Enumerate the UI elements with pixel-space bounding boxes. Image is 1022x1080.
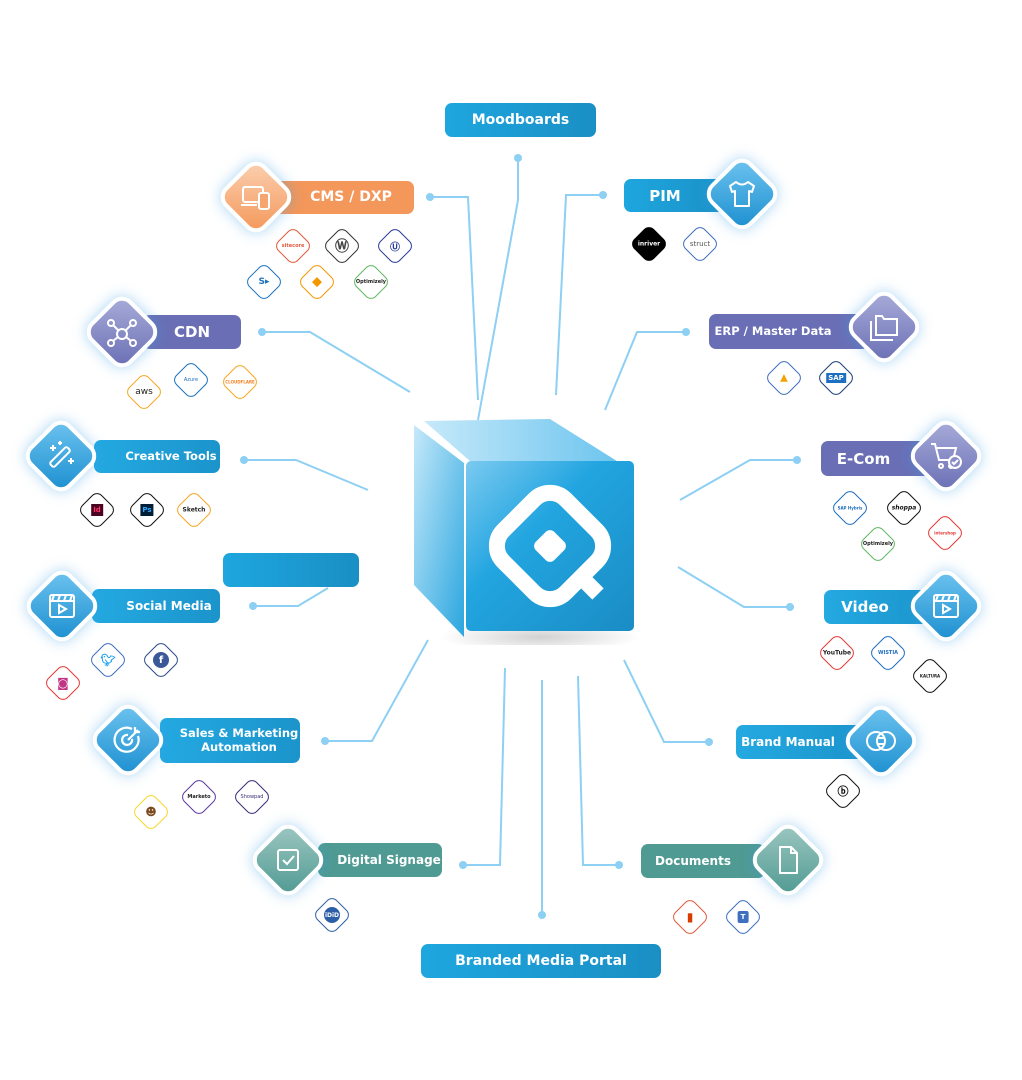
creative-tools-badge [19,414,103,498]
folders-icon [870,315,898,341]
logo-dalbroome: ⓑ [823,771,863,811]
digital-signage-text: Digital Signage [337,852,441,867]
blank-label[interactable] [223,553,359,587]
magic-wand-icon [49,441,74,468]
cdn-label[interactable]: CDN [143,315,241,349]
video-clapper-icon [49,594,75,618]
devices-icon [241,186,270,210]
network-icon [107,319,137,347]
erp-label[interactable]: ERP / Master Data [709,314,869,349]
erp-badge [842,285,926,369]
logo-indesign: Id [77,490,117,530]
ecom-text: E-Com [836,449,891,468]
brand-manual-label[interactable]: Brand Manual [736,725,866,759]
sales-marketing-badge [86,698,170,782]
overlap-circles-icon [866,731,896,751]
social-media-badge [20,564,104,648]
video-badge [904,564,988,648]
moodboards-text: Moodboards [471,111,570,128]
logo-teams: T [723,897,763,937]
logo-sketch: Sketch [174,490,214,530]
document-icon [779,846,798,874]
social-media-text: Social Media [126,598,212,613]
checkbox-icon [277,849,299,871]
pim-text: PIM [649,186,681,205]
documents-text: Documents [655,853,731,868]
logo-shoppa: shoppa [884,488,924,528]
ecom-badge [904,414,988,498]
logo-sap: SAP [816,358,856,398]
logo-office: ▮ [670,897,710,937]
cms-dxp-badge [214,155,298,239]
target-icon [113,726,140,753]
center-cube [410,415,640,653]
brand-manual-badge [839,699,923,783]
cms-dxp-text: CMS / DXP [310,189,392,206]
cart-check-icon [931,443,962,469]
logo-twitter: 🐦︎ [88,640,128,680]
creative-tools-label[interactable]: Creative Tools [94,440,220,473]
logo-azure: Azure [171,360,211,400]
logo-sharepoint: S▸ [244,262,284,302]
logo-optimizely: Optimizely [351,262,391,302]
sales-marketing-text-line2: Automation [201,739,277,754]
logo-intershop: intershop [925,513,965,553]
logo-marketo: Marketo [179,777,219,817]
sales-marketing-label[interactable]: Sales & Marketing Automation [160,718,300,763]
documents-label[interactable]: Documents [641,844,765,878]
logo-idid: iDiD [312,895,352,935]
logo-wordpress: Ⓦ [322,226,362,266]
logo-sitecore: sitecore [273,226,313,266]
logo-youtube: YouTube [817,633,857,673]
q-logo-icon [414,419,640,653]
pim-badge [700,152,784,236]
logo-kaltura: KALTURA [910,656,950,696]
logo-typo3: ◆ [297,262,337,302]
moodboards-label[interactable]: Moodboards [445,103,596,137]
documents-badge [746,818,830,902]
branded-media-portal-text: Branded Media Portal [455,952,627,969]
logo-dynamics: ▲ [764,358,804,398]
digital-signage-badge [246,818,330,902]
brand-manual-text: Brand Manual [741,734,835,749]
creative-tools-text: Creative Tools [125,448,217,463]
logo-sap-hybris: SAP Hybris [830,488,870,528]
logo-facebook: f [141,640,181,680]
sales-marketing-text-line1: Sales & Marketing [179,725,299,740]
cdn-badge [80,290,164,374]
logo-showpad: Showpad [232,777,272,817]
logo-optimizely-ecom: Optimizely [858,524,898,564]
logo-aws: aws [124,372,164,412]
logo-mailchimp: ☻ [131,792,171,832]
logo-cloudflare: CLOUDFLARE [220,362,260,402]
branded-media-portal-label[interactable]: Branded Media Portal [421,944,661,978]
logo-instagram: ◙ [43,663,83,703]
logo-wistia: WISTIA [868,633,908,673]
erp-text: ERP / Master Data [714,323,832,338]
social-media-label[interactable]: Social Media [92,589,220,623]
video-clapper-icon [933,594,959,618]
logo-umbraco: Ⓤ [375,226,415,266]
tshirt-icon [729,181,755,207]
digital-signage-label[interactable]: Digital Signage [318,843,442,877]
cdn-text: CDN [173,323,210,341]
logo-photoshop: Ps [127,490,167,530]
logo-struct: struct [680,224,720,264]
logo-inriver: inriver [629,224,669,264]
video-text: Video [841,598,889,616]
